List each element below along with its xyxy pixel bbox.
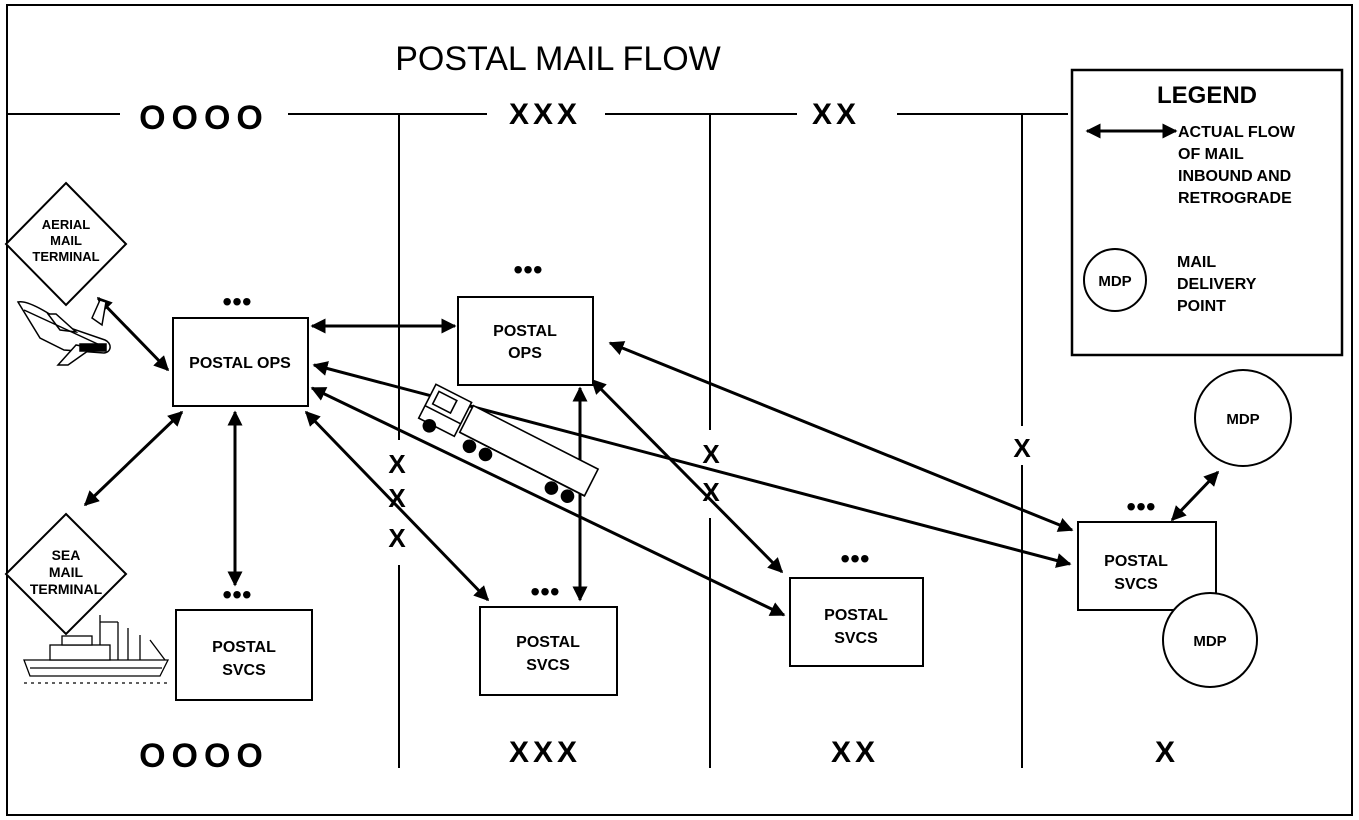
legend-mdp-symbol: MDP [1098, 273, 1131, 290]
svg-text:SVCS: SVCS [834, 630, 878, 647]
svg-text:AERIAL: AERIAL [42, 217, 90, 232]
postal-svcs-mid: POSTAL SVCS [480, 607, 617, 695]
legend-flow-line-3: INBOUND AND [1178, 168, 1291, 185]
legend-flow-line-4: RETROGRADE [1178, 190, 1292, 207]
svg-text:TERMINAL: TERMINAL [32, 249, 99, 264]
unit-marker-ops-mid: ••• [513, 254, 542, 285]
svg-text:POSTAL: POSTAL [493, 323, 557, 340]
unit-marker-svcs-right: ••• [840, 543, 869, 574]
postal-ops-mid: POSTAL OPS [458, 297, 593, 385]
postal-svcs-left: POSTAL SVCS [176, 610, 312, 700]
boundary-x-1: X [388, 449, 406, 479]
legend-mdp-line-1: MAIL [1177, 254, 1216, 271]
svg-text:POSTAL: POSTAL [1104, 553, 1168, 570]
unit-marker-svcs-mid: ••• [530, 576, 559, 607]
svg-text:SVCS: SVCS [526, 657, 570, 674]
svg-text:SVCS: SVCS [222, 662, 266, 679]
legend-flow-line-1: ACTUAL FLOW [1178, 124, 1296, 141]
legend: LEGEND ACTUAL FLOW OF MAIL INBOUND AND R… [1072, 70, 1342, 355]
legend-mdp-line-3: POINT [1177, 298, 1226, 315]
mdp-node-upper: MDP [1195, 370, 1291, 466]
unit-marker-svcs-far: ••• [1126, 491, 1155, 522]
svg-text:SVCS: SVCS [1114, 576, 1158, 593]
echelon-label-bottom-x: X [1155, 736, 1175, 769]
svg-text:MAIL: MAIL [49, 564, 84, 580]
boundary-x-6: X [1013, 433, 1031, 463]
echelon-label-top-oooo: OOOO [139, 99, 269, 137]
svg-text:MDP: MDP [1193, 633, 1226, 650]
legend-heading: LEGEND [1157, 82, 1257, 109]
unit-marker-ops-main: ••• [222, 286, 251, 317]
echelon-label-bottom-oooo: OOOO [139, 737, 269, 775]
echelon-label-bottom-xxx: XXX [509, 736, 581, 769]
svg-text:POSTAL OPS: POSTAL OPS [189, 355, 291, 372]
echelon-label-top-xx: XX [812, 98, 860, 131]
legend-mdp-line-2: DELIVERY [1177, 276, 1257, 293]
svg-text:POSTAL: POSTAL [212, 639, 276, 656]
svg-text:TERMINAL: TERMINAL [30, 581, 103, 597]
postal-svcs-right: POSTAL SVCS [790, 578, 923, 666]
unit-marker-svcs-left: ••• [222, 579, 251, 610]
legend-flow-line-2: OF MAIL [1178, 146, 1244, 163]
svg-text:SEA: SEA [52, 547, 81, 563]
echelon-label-bottom-xx: XX [831, 736, 879, 769]
diagram-title: POSTAL MAIL FLOW [395, 40, 721, 78]
svg-text:MDP: MDP [1226, 411, 1259, 428]
svg-text:OPS: OPS [508, 345, 542, 362]
echelon-label-top-xxx: XXX [509, 98, 581, 131]
svg-text:POSTAL: POSTAL [824, 607, 888, 624]
svg-text:MAIL: MAIL [50, 233, 82, 248]
svg-text:POSTAL: POSTAL [516, 634, 580, 651]
boundary-x-4: X [702, 439, 720, 469]
mdp-node-lower: MDP [1163, 593, 1257, 687]
boundary-x-3: X [388, 523, 406, 553]
postal-ops-main: POSTAL OPS [173, 318, 308, 406]
